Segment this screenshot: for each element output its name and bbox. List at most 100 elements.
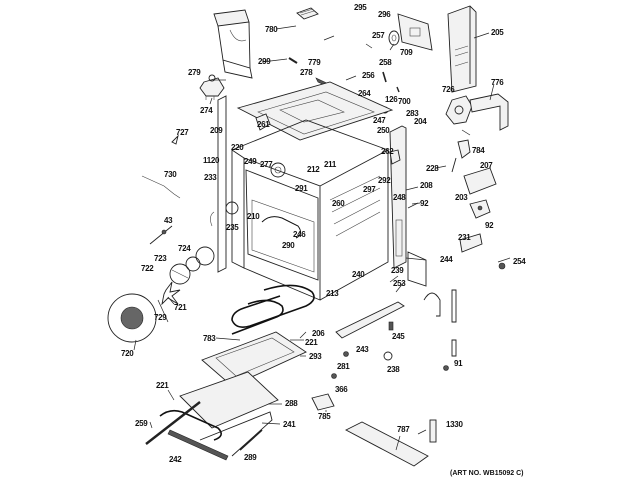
part-204[interactable]: 204 [414,117,428,126]
drawer-slide-242 [167,429,229,461]
part-206[interactable]: 206 [312,329,326,338]
fan-cover-724 [195,246,215,266]
part-92[interactable]: 92 [420,199,429,208]
part-246[interactable]: 246 [293,230,307,239]
part-244[interactable]: 244 [440,255,454,264]
part-730[interactable]: 730 [164,170,178,179]
part-722[interactable]: 722 [141,264,155,273]
part-277[interactable]: 277 [260,160,274,169]
part-254[interactable]: 254 [513,257,527,266]
part-248[interactable]: 248 [393,193,407,202]
part-245[interactable]: 245 [392,332,406,341]
part-231[interactable]: 231 [458,233,472,242]
part-249[interactable]: 249 [244,157,258,166]
part-264[interactable]: 264 [358,89,372,98]
part-233[interactable]: 233 [204,173,218,182]
part-261[interactable]: 261 [257,120,271,129]
part-729[interactable]: 729 [154,313,168,322]
part-209[interactable]: 209 [210,126,224,135]
screw-281 [343,351,349,357]
part-211[interactable]: 211 [324,160,337,169]
part-238[interactable]: 238 [387,365,401,374]
part-709[interactable]: 709 [400,48,414,57]
wire-727 [171,134,179,145]
part-290[interactable]: 290 [282,241,296,250]
part-299[interactable]: 299 [258,57,272,66]
part-91[interactable]: 91 [454,359,463,368]
part-283[interactable]: 283 [406,109,420,118]
lower-element-259 [145,401,222,445]
part-259[interactable]: 259 [135,419,149,428]
part-288[interactable]: 288 [285,399,299,408]
nut-238 [383,351,393,361]
part-258[interactable]: 258 [379,58,393,67]
part-92-b[interactable]: 92 [485,221,494,230]
part-293[interactable]: 293 [309,352,323,361]
part-726[interactable]: 726 [442,85,456,94]
part-247[interactable]: 247 [373,116,387,125]
part-256[interactable]: 256 [362,71,376,80]
art-number: (ART NO. WB15092 C) [450,470,524,477]
part-783[interactable]: 783 [203,334,217,343]
vent-duct-295 [213,9,253,79]
screw-245 [388,321,394,331]
part-207[interactable]: 207 [480,161,494,170]
part-262[interactable]: 262 [381,147,395,156]
part-126[interactable]: 126 [385,95,399,104]
part-700[interactable]: 700 [398,97,412,106]
part-295[interactable]: 295 [354,3,368,12]
part-289[interactable]: 289 [244,453,258,462]
part-1330[interactable]: 1330 [446,420,464,429]
part-228[interactable]: 228 [426,164,440,173]
part-297[interactable]: 297 [363,185,377,194]
part-260[interactable]: 260 [332,199,346,208]
part-240[interactable]: 240 [352,270,366,279]
part-366[interactable]: 366 [335,385,349,394]
probe-43 [149,225,173,245]
part-212[interactable]: 212 [307,165,321,174]
part-221-b[interactable]: 221 [156,381,170,390]
screw-258 [382,71,387,83]
part-776[interactable]: 776 [491,78,505,87]
part-235[interactable]: 235 [226,223,240,232]
part-279[interactable]: 279 [188,68,202,77]
part-296[interactable]: 296 [378,10,392,19]
part-221[interactable]: 221 [305,338,319,347]
part-243[interactable]: 243 [356,345,370,354]
part-785[interactable]: 785 [318,412,332,421]
part-281[interactable]: 281 [337,362,351,371]
part-257[interactable]: 257 [372,31,386,40]
part-210[interactable]: 210 [247,212,261,221]
part-205[interactable]: 205 [491,28,505,37]
part-242[interactable]: 242 [169,455,183,464]
part-241[interactable]: 241 [283,420,297,429]
part-724[interactable]: 724 [178,244,192,253]
part-253[interactable]: 253 [393,279,407,288]
part-787[interactable]: 787 [397,425,411,434]
part-291[interactable]: 291 [295,184,309,193]
part-779[interactable]: 779 [308,58,322,67]
part-1120[interactable]: 1120 [203,156,220,165]
part-784[interactable]: 784 [472,146,486,155]
side-panel-205 [447,5,477,93]
part-239[interactable]: 239 [391,266,405,275]
part-727[interactable]: 727 [176,128,190,137]
fan-blade-721 [161,281,181,306]
part-220[interactable]: 220 [231,143,245,152]
part-292[interactable]: 292 [378,176,392,185]
part-274[interactable]: 274 [200,106,214,115]
bracket-231 [459,233,483,253]
part-721[interactable]: 721 [174,303,188,312]
part-723[interactable]: 723 [154,254,168,263]
part-43[interactable]: 43 [164,216,173,225]
bracket-296 [397,13,433,51]
bake-element-221 [231,284,315,335]
part-780[interactable]: 780 [265,25,279,34]
part-720[interactable]: 720 [121,349,135,358]
part-213[interactable]: 213 [326,289,340,298]
part-250[interactable]: 250 [377,126,391,135]
part-278[interactable]: 278 [300,68,314,77]
part-203[interactable]: 203 [455,193,469,202]
part-208[interactable]: 208 [420,181,434,190]
